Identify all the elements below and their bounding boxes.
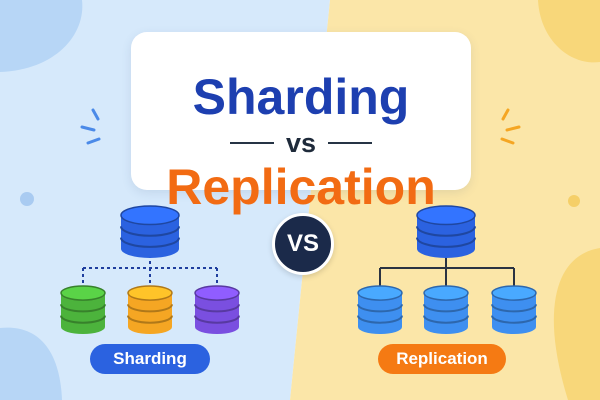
sharding-primary-database-icon [120, 205, 180, 258]
top-left-blob [0, 0, 83, 72]
replication-primary-database-icon [416, 205, 476, 258]
replica-1-database-icon [357, 285, 403, 334]
title-sharding: Sharding [192, 69, 410, 125]
right-sparkle-icon [500, 108, 521, 145]
vs-badge-text: VS [286, 230, 319, 257]
left-sparkle-icon [80, 108, 101, 145]
bottom-right-blob [553, 248, 600, 400]
shard-purple-database-icon [194, 285, 240, 334]
title-vs-row: vs [131, 128, 471, 158]
title-replication: Replication [166, 159, 436, 215]
top-right-blob [538, 0, 600, 63]
replica-3-database-icon [491, 285, 537, 334]
title-vs-left-rule [229, 142, 274, 144]
sharding-label-pill: Sharding [90, 344, 210, 374]
vs-badge: VS [272, 213, 334, 275]
replication-connector-lines [379, 255, 515, 286]
title-card: Sharding vs Replication [131, 32, 471, 212]
title-vs-text: vs [285, 128, 317, 158]
replication-label-pill: Replication [378, 344, 506, 374]
left-dot [20, 192, 34, 206]
bottom-left-blob [0, 327, 62, 400]
shard-orange-database-icon [127, 285, 173, 334]
right-dot [568, 195, 580, 207]
title-vs-right-rule [328, 142, 373, 144]
replica-2-database-icon [423, 285, 469, 334]
shard-green-database-icon [60, 285, 106, 334]
sharding-connector-lines [82, 255, 218, 286]
